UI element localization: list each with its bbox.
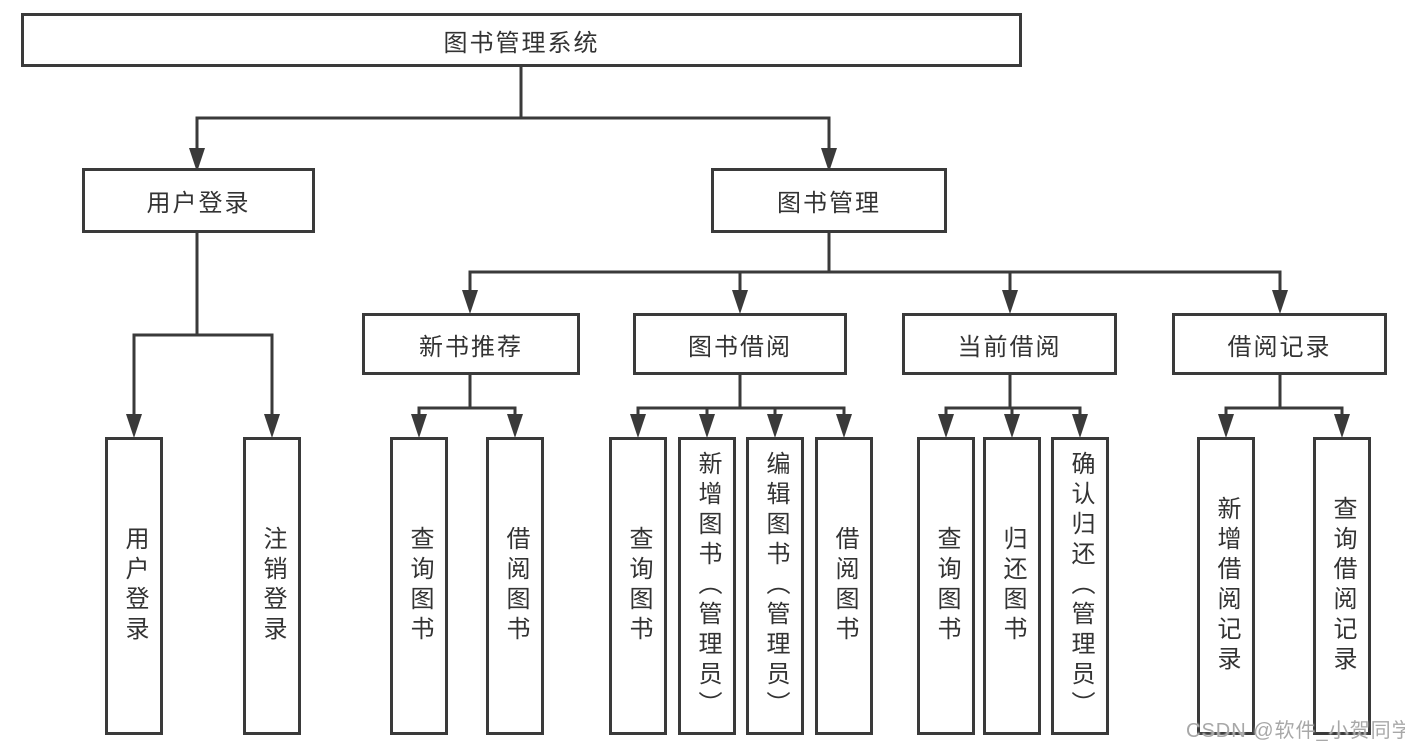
edge-book-management-to-level3 [462,233,1288,314]
node-label: 查询图书 [933,526,960,646]
node-leaf-query-books-1: 查询图书 [390,437,448,735]
node-label: 查询图书 [625,526,652,646]
edge-user-login-to-leaves [126,233,280,438]
node-label: 新增图书（管理员） [694,451,721,721]
node-label: 新书推荐 [419,333,523,361]
node-leaf-query-borrow-record: 查询借阅记录 [1313,437,1371,735]
node-label: 新增借阅记录 [1213,496,1240,676]
node-borrow-records: 借阅记录 [1172,313,1387,375]
node-label: 编辑图书（管理员） [762,451,789,721]
node-leaf-user-login: 用户登录 [105,437,163,735]
node-label: 图书借阅 [688,333,792,361]
node-label: 借阅记录 [1227,333,1332,361]
node-label: 确认归还（管理员） [1067,451,1094,721]
node-label: 注销登录 [259,526,286,646]
node-leaf-add-book-admin: 新增图书（管理员） [678,437,736,735]
node-label: 借阅图书 [831,526,858,646]
node-current-borrow: 当前借阅 [902,313,1117,375]
node-book-management: 图书管理 [711,168,947,233]
node-label: 图书管理系统 [443,29,600,57]
node-label: 查询借阅记录 [1329,496,1356,676]
node-label: 用户登录 [146,190,251,217]
node-label: 图书管理 [777,190,881,217]
node-leaf-return-book: 归还图书 [983,437,1041,735]
node-label: 查询图书 [406,526,433,646]
edge-book-borrow-to-leaves [630,375,852,438]
edge-borrow-records-to-leaves [1218,375,1350,438]
node-leaf-add-borrow-record: 新增借阅记录 [1197,437,1255,735]
node-leaf-logout: 注销登录 [243,437,301,735]
node-label: 当前借阅 [957,333,1062,361]
node-library-management-system: 图书管理系统 [21,13,1022,67]
node-leaf-borrow-books-2: 借阅图书 [815,437,873,735]
edge-root-to-level2 [189,67,837,172]
node-label: 归还图书 [999,526,1026,646]
node-label: 借阅图书 [502,526,529,646]
csdn-watermark: CSDN @软件_小贺同学 [1186,720,1405,742]
node-leaf-borrow-books-1: 借阅图书 [486,437,544,735]
node-leaf-query-books-3: 查询图书 [917,437,975,735]
node-user-login-branch: 用户登录 [82,168,315,233]
node-leaf-edit-book-admin: 编辑图书（管理员） [746,437,804,735]
node-new-book-recommend: 新书推荐 [362,313,580,375]
node-label: 用户登录 [121,526,148,646]
node-leaf-query-books-2: 查询图书 [609,437,667,735]
edge-current-borrow-to-leaves [938,375,1088,438]
node-book-borrow: 图书借阅 [633,313,847,375]
edge-new-book-recommend-to-leaves [411,375,523,438]
node-leaf-confirm-return-admin: 确认归还（管理员） [1051,437,1109,735]
